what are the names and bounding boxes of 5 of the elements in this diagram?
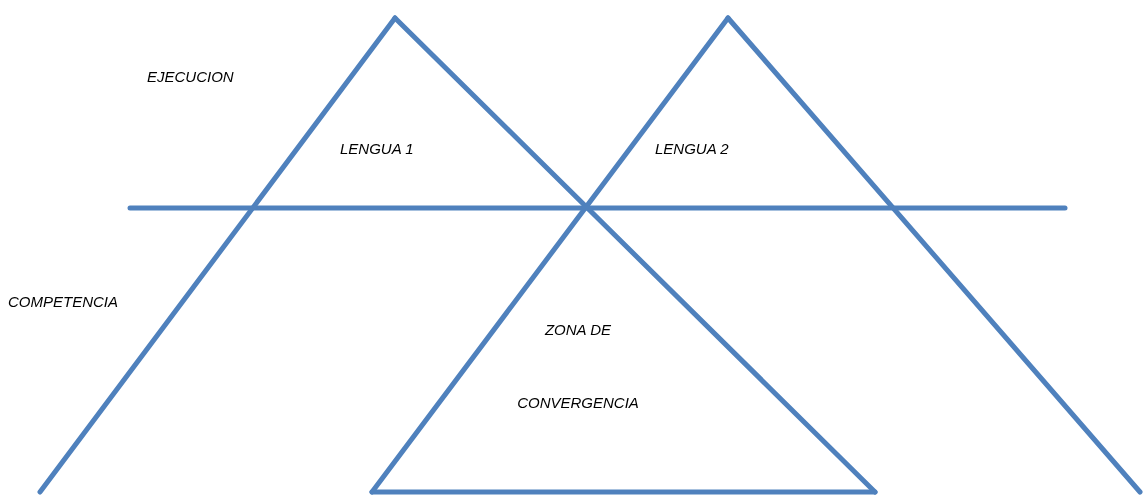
region-label: COMPETENCIA xyxy=(8,293,118,310)
region-label: LENGUA 1 xyxy=(340,140,414,157)
zone-label: ZONA DE CONVERGENCIA xyxy=(516,320,640,413)
region-label: LENGUA 2 xyxy=(655,140,729,157)
region-label: EJECUCION xyxy=(147,68,234,85)
